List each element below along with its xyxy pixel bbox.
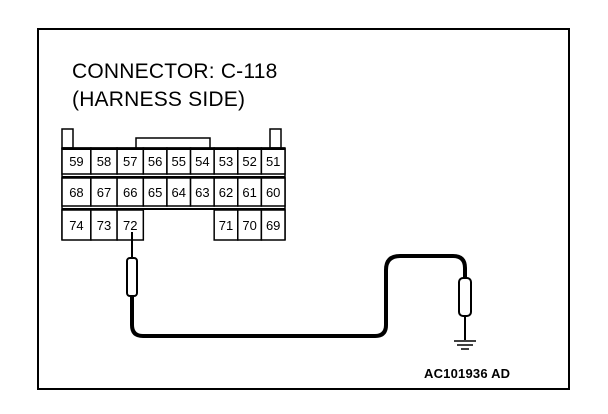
pin-label-67: 67 <box>97 185 111 200</box>
pin-label-52: 52 <box>242 154 256 169</box>
row-separator <box>62 148 285 150</box>
pin-label-60: 60 <box>266 185 280 200</box>
ground-symbol-icon <box>454 340 476 350</box>
pin-label-69: 69 <box>266 218 280 233</box>
pin-label-68: 68 <box>69 185 83 200</box>
test-lead <box>126 232 472 340</box>
pin-label-57: 57 <box>123 154 137 169</box>
pin-label-59: 59 <box>69 154 83 169</box>
figure-code: AC101936 AD <box>424 366 511 381</box>
pin-label-58: 58 <box>97 154 111 169</box>
pin-label-72: 72 <box>123 218 137 233</box>
pin-label-53: 53 <box>219 154 233 169</box>
connector-title: CONNECTOR: C-118 <box>72 60 278 83</box>
pin-label-54: 54 <box>195 154 209 169</box>
row-separator <box>62 176 285 178</box>
pin-label-56: 56 <box>148 154 162 169</box>
pin-label-64: 64 <box>172 185 186 200</box>
pin-label-70: 70 <box>242 218 256 233</box>
pin-cell-58 <box>90 147 118 175</box>
pin-cell-57 <box>116 147 145 175</box>
pin-label-73: 73 <box>97 218 111 233</box>
diagram-frame <box>37 28 570 390</box>
pin-cell-73 <box>90 209 118 241</box>
pin-cell-66 <box>116 177 145 207</box>
pin-label-62: 62 <box>219 185 233 200</box>
pin-label-74: 74 <box>69 218 83 233</box>
connector-pins: 59 58 57 56 55 54 53 52 51 68 67 66 65 64 63 62 61 60 74 73… <box>61 147 286 241</box>
pin-cell-72 <box>116 209 145 241</box>
pin-label-61: 61 <box>242 185 256 200</box>
pin-label-63: 63 <box>195 185 209 200</box>
pin-label-55: 55 <box>172 154 186 169</box>
pin-label-71: 71 <box>219 218 233 233</box>
harness-side-label: (HARNESS SIDE) <box>72 88 246 111</box>
pin-label-65: 65 <box>148 185 162 200</box>
row-separator <box>62 208 285 210</box>
pin-label-66: 66 <box>123 185 137 200</box>
pin-label-51: 51 <box>266 154 280 169</box>
